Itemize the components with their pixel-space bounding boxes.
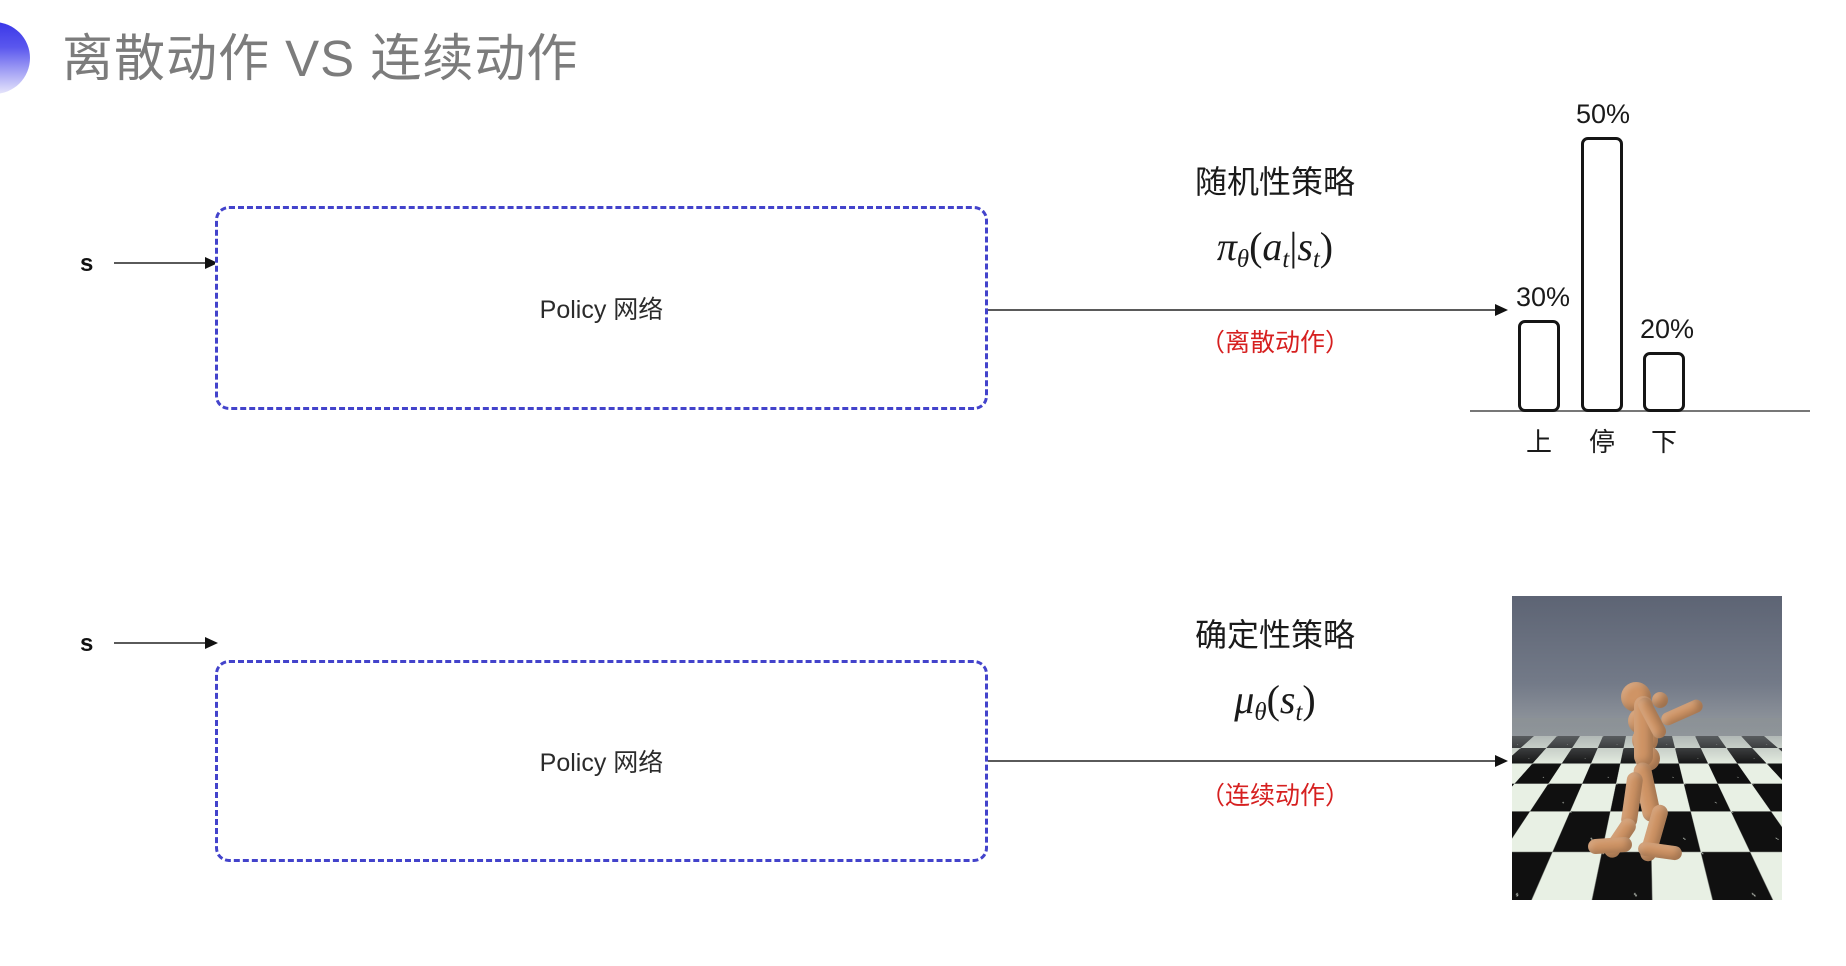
row1-policy-network-box[interactable]: Policy 网络 <box>215 206 988 410</box>
bar-2 <box>1643 352 1685 412</box>
bar-category-2: 下 <box>1609 422 1719 459</box>
row1-formula-pi: π <box>1217 224 1237 269</box>
row2-policy-network-label: Policy 网络 <box>218 743 985 779</box>
bar-value-1: 50% <box>1548 99 1658 130</box>
row1-formula-s-sub: t <box>1313 246 1320 273</box>
bar-1 <box>1581 137 1623 412</box>
row2-formula-close: ) <box>1302 677 1315 722</box>
row2-policy-name: 确定性策略 <box>1110 613 1440 657</box>
row2-policy-description: 确定性策略 μθ(st) （连续动作） <box>1110 613 1440 814</box>
row2-policy-formula: μθ(st) <box>1110 671 1440 742</box>
row2-formula-mu: μ <box>1234 677 1254 722</box>
row2-action-type-note: （连续动作） <box>1110 778 1440 814</box>
bar-value-2: 20% <box>1612 314 1722 345</box>
page-title: 离散动作 VS 连续动作 <box>62 24 578 94</box>
row1-formula-theta: θ <box>1237 246 1249 273</box>
row1-formula-a: a <box>1262 224 1282 269</box>
humanoid-foot-rear <box>1588 836 1633 854</box>
row2-formula-s: s <box>1280 677 1296 722</box>
row1-formula-open: ( <box>1249 224 1262 269</box>
humanoid-hand-front <box>1652 692 1668 708</box>
discrete-action-bar-chart: 30% 上 50% 停 20% 下 <box>1470 100 1846 450</box>
row2-input-label: s <box>80 630 93 658</box>
humanoid-figure <box>1512 596 1782 900</box>
row1-input-label: s <box>80 250 93 278</box>
row1-policy-description: 随机性策略 πθ(at|st) （离散动作） <box>1110 160 1440 361</box>
bar-0 <box>1518 320 1560 412</box>
humanoid-simulation-image <box>1512 596 1782 900</box>
row2-formula-open: ( <box>1267 677 1280 722</box>
row1-input-arrow <box>114 257 218 269</box>
row1-policy-network-label: Policy 网络 <box>218 290 985 326</box>
row1-formula-close: ) <box>1320 224 1333 269</box>
row1-policy-name: 随机性策略 <box>1110 160 1440 204</box>
row1-formula-s: s <box>1297 224 1313 269</box>
row2-formula-theta: θ <box>1254 699 1266 726</box>
row2-input-arrow <box>114 637 218 649</box>
title-accent-shape <box>0 22 30 94</box>
row2-policy-network-box[interactable]: Policy 网络 <box>215 660 988 862</box>
row1-action-type-note: （离散动作） <box>1110 325 1440 361</box>
row1-policy-formula: πθ(at|st) <box>1110 218 1440 289</box>
